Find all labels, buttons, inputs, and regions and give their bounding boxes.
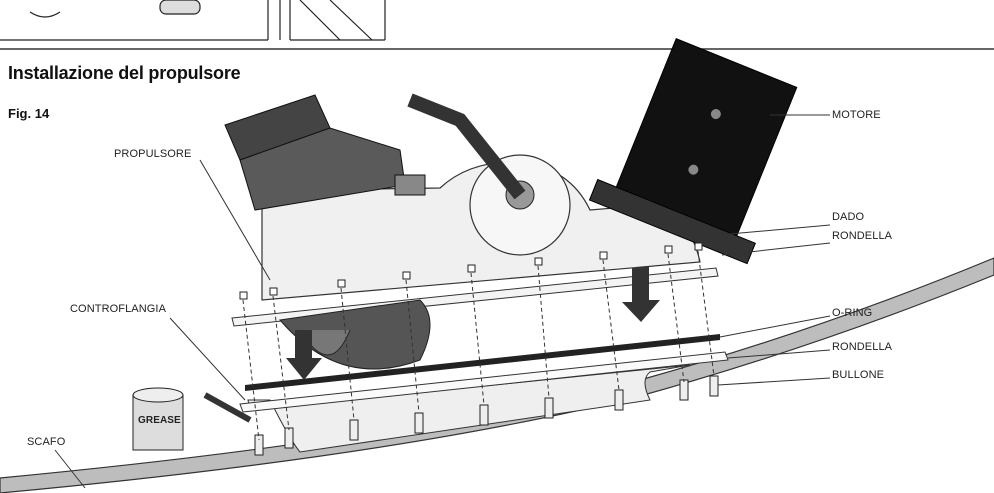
alignment-lines — [242, 250, 715, 441]
actuator — [224, 93, 526, 211]
o-ring — [245, 334, 720, 391]
section-title: Installazione del propulsore — [8, 63, 241, 83]
motor — [588, 38, 798, 265]
nuts — [239, 242, 703, 300]
label-o-ring: O-RING — [832, 307, 873, 319]
figure-number: Fig. 14 — [8, 106, 50, 121]
leader-lines — [54, 114, 831, 489]
label-rondella-bottom: RONDELLA — [832, 341, 893, 353]
grease-can — [132, 387, 252, 451]
label-scafo: SCAFO — [27, 436, 66, 448]
label-dado: DADO — [832, 211, 865, 223]
label-bullone: BULLONE — [832, 369, 885, 381]
label-rondella-top: RONDELLA — [832, 230, 893, 242]
label-grease: GREASE — [138, 415, 181, 426]
label-controflangia: CONTROFLANGIA — [70, 303, 167, 315]
bolts — [254, 375, 719, 456]
label-motore: MOTORE — [832, 109, 881, 121]
previous-figure-fragment — [0, 0, 386, 41]
down-arrows — [286, 266, 660, 380]
label-propulsore: PROPULSORE — [114, 148, 192, 160]
